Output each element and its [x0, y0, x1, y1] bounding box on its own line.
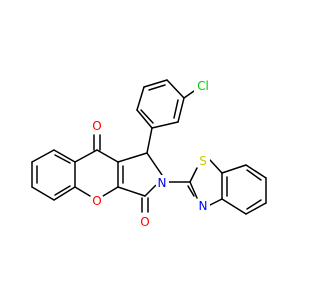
- svg-text:O: O: [92, 119, 101, 133]
- ring-oxygen-label: O: [90, 193, 104, 208]
- thiazole-nitrogen-label: N: [196, 198, 210, 213]
- atom-labels: O O O N S N Cl: [90, 79, 212, 229]
- svg-text:N: N: [158, 176, 167, 190]
- bond-lines: [31, 79, 267, 215]
- ketone-oxygen-label: O: [90, 118, 104, 133]
- ring-nitrogen-label: N: [155, 175, 169, 190]
- chlorine-label: Cl: [194, 79, 212, 93]
- svg-text:O: O: [92, 194, 101, 208]
- molecule-figure: O O O N S N Cl: [31, 79, 267, 229]
- svg-text:Cl: Cl: [197, 79, 209, 93]
- structure-diagram: O O O N S N Cl: [31, 79, 267, 229]
- svg-text:S: S: [199, 154, 207, 168]
- thiazole-sulfur-label: S: [196, 153, 210, 168]
- amide-oxygen-label: O: [138, 214, 152, 229]
- svg-text:N: N: [199, 199, 208, 213]
- svg-text:O: O: [140, 215, 149, 229]
